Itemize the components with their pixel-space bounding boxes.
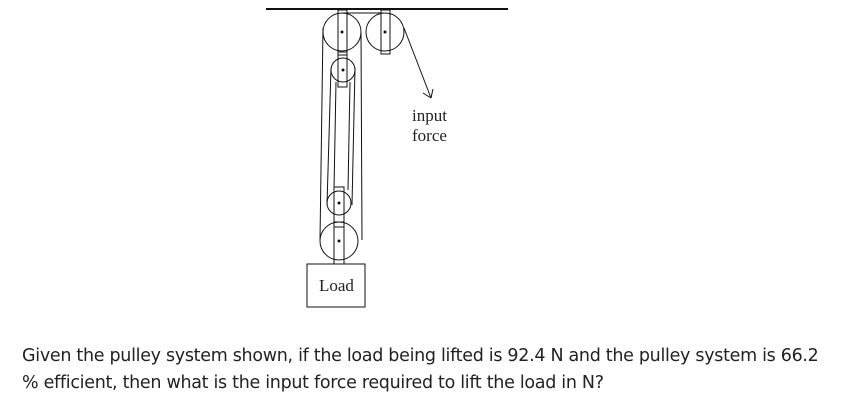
input-force-arrow [403,27,434,99]
pulley-diagram: input force Load [266,8,508,308]
load-box [306,263,366,308]
top-fixed-pulley-left [322,9,362,56]
load-label: Load [319,276,354,295]
top-fixed-pulley-right [365,9,405,55]
input-force-label-line2: force [412,126,447,145]
ropes [319,27,363,241]
question-text: Given the pulley system shown, if the lo… [22,346,819,393]
input-force-label-line1: input [412,106,447,125]
lower-small-pulley [326,186,352,228]
upper-small-pulley [330,51,356,88]
lower-large-pulley [319,221,359,265]
